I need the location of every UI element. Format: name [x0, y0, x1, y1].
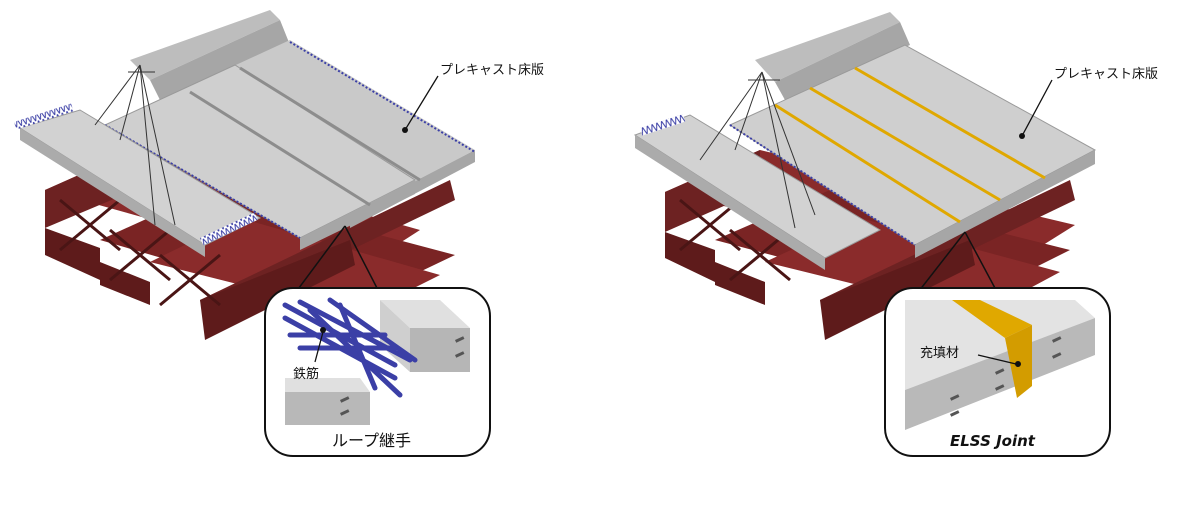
elss-joint-detail: 充填材 ELSS Joint — [884, 287, 1111, 457]
barrier-left — [130, 10, 280, 80]
detail-caption-left: ループ継手 — [332, 431, 411, 450]
hoisted-slab-left — [13, 64, 262, 257]
slab-leader-left — [404, 75, 439, 131]
hoisted-slab-right — [633, 71, 882, 270]
callout-line-left-b — [344, 225, 379, 291]
slab-label-left: プレキャスト床版 — [440, 63, 544, 78]
slab-leader-right — [1021, 79, 1053, 137]
rebar-bundle — [282, 297, 418, 398]
callout-line-right-b — [964, 231, 997, 291]
filler-label: 充填材 — [920, 345, 959, 361]
slab-label-right: プレキャスト床版 — [1054, 67, 1158, 82]
placed-slabs-left — [103, 40, 476, 250]
loop-joint-detail: 鉄筋 ループ継手 — [264, 287, 491, 457]
placed-slabs-right — [728, 44, 1097, 258]
right-illustration: プレキャスト床版 充填材 — [633, 12, 1158, 457]
rebar-label: 鉄筋 — [293, 366, 319, 382]
left-illustration: プレキャスト床版 — [13, 10, 544, 457]
filler-top — [952, 300, 1032, 338]
detail-caption-right: ELSS Joint — [950, 432, 1036, 450]
barrier-right — [755, 12, 900, 82]
